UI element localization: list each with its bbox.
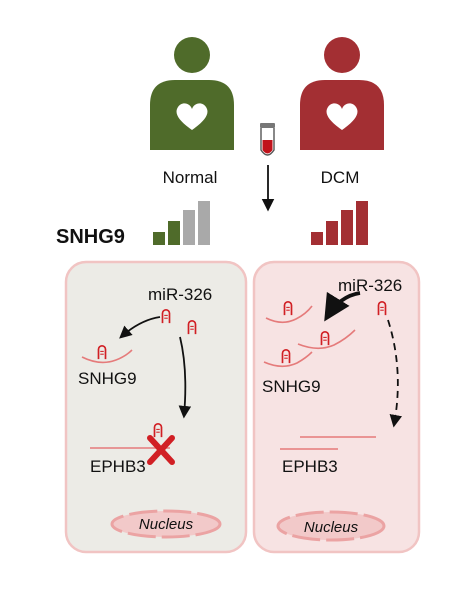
dcm-nucleus-label: Nucleus <box>304 519 359 536</box>
dcm-snhg9-strand <box>263 351 313 368</box>
normal-person-head <box>174 37 210 73</box>
normal-label: Normal <box>163 168 218 187</box>
dcm-mirna-label: miR-326 <box>338 276 402 295</box>
block-x-icon <box>147 435 175 465</box>
dcm-targeting-arrow <box>387 319 402 428</box>
normal-bar-2 <box>168 221 180 245</box>
normal-ephb3-label: EPHB3 <box>90 457 146 476</box>
dcm-bar-2 <box>326 221 338 245</box>
normal-binding-arrow <box>119 316 161 339</box>
dcm-snhg9-strand <box>265 305 313 324</box>
normal-bar-3 <box>183 210 195 245</box>
normal-nucleus <box>110 509 222 539</box>
dcm-bar-4 <box>356 201 368 245</box>
dcm-ephb3-label: EPHB3 <box>282 457 338 476</box>
gene-title: SNHG9 <box>56 226 125 248</box>
normal-heart-icon <box>176 103 208 130</box>
normal-expression-bars <box>153 201 210 245</box>
dcm-cell-body <box>252 260 421 554</box>
normal-bar-1 <box>153 232 165 245</box>
normal-person-icon <box>150 37 234 150</box>
normal-cell: miR-326 SNHG9 EPHB3 Nucleus <box>64 260 248 554</box>
dcm-cell: miR-326 SNHG9 EPHB3 Nucleus <box>252 260 421 554</box>
normal-bar-4 <box>198 201 210 245</box>
normal-mirna-label: miR-326 <box>148 285 212 304</box>
dcm-snhg9-label: SNHG9 <box>262 377 321 396</box>
dcm-expression-bars <box>311 201 368 245</box>
normal-snhg9-label: SNHG9 <box>78 369 137 388</box>
normal-nucleus-label: Nucleus <box>139 516 194 533</box>
dcm-person-head <box>324 37 360 73</box>
dcm-bar-3 <box>341 210 353 245</box>
dcm-nucleus <box>276 510 386 542</box>
blood-tube-icon <box>260 123 275 156</box>
dcm-label: DCM <box>321 168 360 187</box>
normal-cell-body <box>64 260 248 554</box>
dcm-binding-arrow <box>324 291 361 322</box>
dcm-heart-icon <box>326 103 358 130</box>
dcm-snhg9-strand <box>297 329 356 350</box>
normal-targeting-arrow <box>178 336 192 419</box>
dcm-person-icon <box>300 37 384 150</box>
normal-snhg9-strand <box>81 349 133 364</box>
dcm-bar-1 <box>311 232 323 245</box>
